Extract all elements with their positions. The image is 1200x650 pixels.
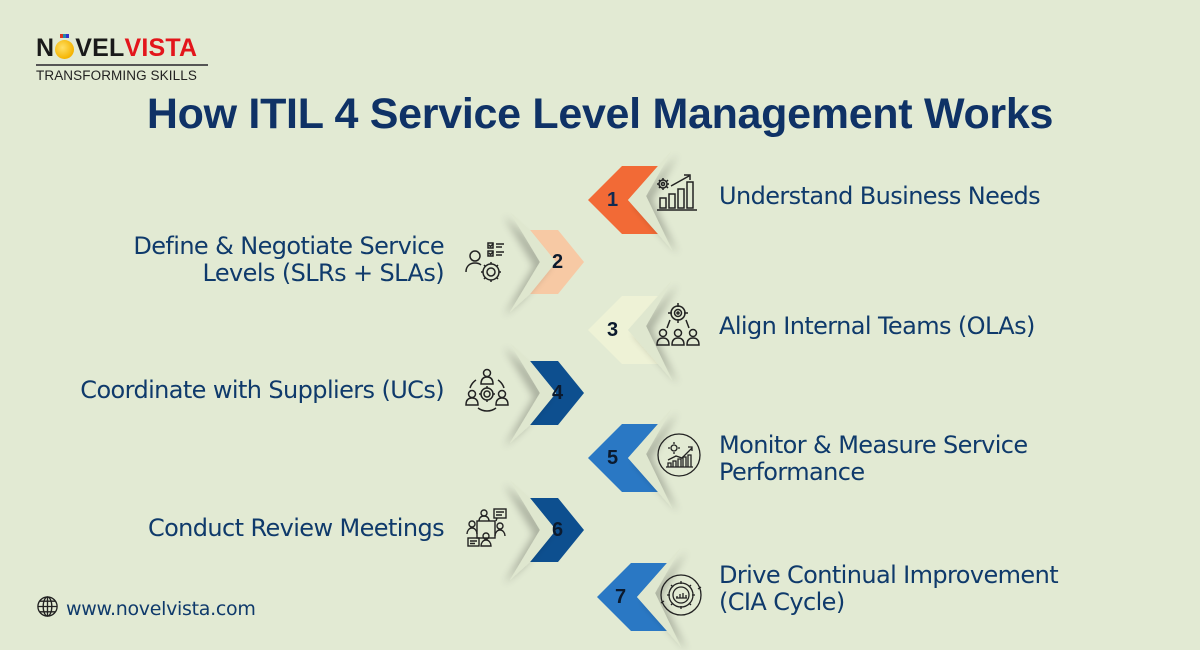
- logo-text-vel: VEL: [75, 34, 125, 62]
- step-2-label: Define & Negotiate Service Levels (SLRs …: [133, 233, 444, 287]
- step-6-label: Conduct Review Meetings: [147, 514, 445, 542]
- step-2-chevron: [496, 212, 596, 312]
- meeting-table-icon: [466, 506, 512, 552]
- step-1-number: 1: [607, 189, 619, 211]
- website-footer: www.novelvista.com: [36, 595, 256, 623]
- step-7-label-line-1: Drive Continual Improvement: [719, 561, 1059, 589]
- step-1-label-line: Understand Business Needs: [719, 182, 1041, 210]
- step-1-chevron: [588, 150, 688, 250]
- step-7-label-line-2: (CIA Cycle): [719, 588, 845, 616]
- logo-medal-icon: [55, 34, 75, 59]
- step-5-label: Monitor & Measure Service Performance: [719, 432, 1028, 486]
- step-4-number: 4: [552, 382, 564, 404]
- step-6-chevron: [496, 480, 596, 580]
- people-network-gear-icon: [464, 366, 510, 412]
- step-5-label-line-2: Performance: [719, 458, 865, 486]
- logo-divider: [36, 64, 208, 66]
- step-1-label: Understand Business Needs: [719, 182, 1041, 210]
- step-6-label-line: Conduct Review Meetings: [147, 514, 445, 542]
- novelvista-logo: N VEL VISTA TRANSFORMING SKILLS: [36, 34, 208, 83]
- step-7-label: Drive Continual Improvement (CIA Cycle): [719, 561, 1059, 616]
- step-4-chevron: [496, 343, 596, 443]
- step-3-label: Align Internal Teams (OLAs): [719, 313, 1035, 340]
- step-4-label-line: Coordinate with Suppliers (UCs): [80, 376, 444, 404]
- step-5-number: 5: [607, 447, 619, 469]
- step-5-label-line-1: Monitor & Measure Service: [719, 431, 1028, 459]
- step-7-number: 7: [615, 586, 627, 608]
- performance-chart-icon: [656, 432, 702, 478]
- step-4-label: Coordinate with Suppliers (UCs): [80, 377, 444, 404]
- step-3-chevron: [588, 280, 688, 380]
- step-7-chevron: [597, 547, 697, 647]
- step-2-label-line-1: Define & Negotiate Service: [133, 232, 444, 260]
- logo-text-vista: VISTA: [124, 34, 198, 62]
- step-3-number: 3: [607, 319, 619, 341]
- step-3-label-line: Align Internal Teams (OLAs): [719, 312, 1035, 340]
- cycle-gear-icon: [658, 572, 704, 618]
- logo-wordmark: N VEL VISTA: [36, 34, 208, 62]
- person-checklist-gear-icon: [464, 240, 510, 286]
- logo-tagline: TRANSFORMING SKILLS: [36, 68, 197, 83]
- growth-chart-gear-icon: [654, 170, 700, 216]
- step-2-label-line-2: Levels (SLRs + SLAs): [202, 259, 445, 287]
- team-target-icon: [655, 302, 701, 348]
- page-title: How ITIL 4 Service Level Management Work…: [146, 90, 1054, 138]
- website-link[interactable]: www.novelvista.com: [66, 598, 256, 620]
- step-6-number: 6: [552, 519, 564, 541]
- step-2-number: 2: [552, 251, 564, 273]
- logo-letter-n: N: [36, 34, 55, 62]
- step-5-chevron: [588, 408, 688, 508]
- globe-icon: [36, 595, 59, 623]
